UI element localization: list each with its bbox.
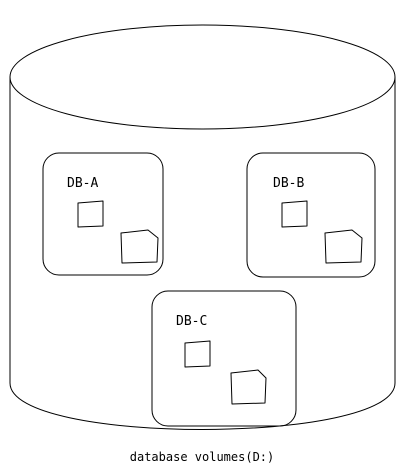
- file-icon: [184, 340, 211, 368]
- database-volume-cylinder: [9, 24, 396, 430]
- database-box-frame: [151, 290, 297, 427]
- file-icon: [230, 369, 267, 405]
- database-box-frame: [246, 152, 376, 278]
- database-box-db-c: DB-C: [151, 290, 297, 427]
- file-icon: [281, 200, 308, 228]
- database-box-db-a: DB-A: [42, 152, 164, 276]
- file-icon: [324, 229, 363, 264]
- cylinder-top: [9, 24, 396, 130]
- database-label-db-b: DB-B: [273, 176, 304, 191]
- database-label-db-c: DB-C: [176, 314, 207, 329]
- cylinder-caption: database volumes(D:): [130, 450, 275, 464]
- database-box-frame: [42, 152, 164, 276]
- file-icon: [120, 229, 159, 264]
- database-label-db-a: DB-A: [67, 176, 98, 191]
- database-box-db-b: DB-B: [246, 152, 376, 278]
- cylinder-body: [9, 77, 396, 430]
- file-icon: [77, 200, 104, 228]
